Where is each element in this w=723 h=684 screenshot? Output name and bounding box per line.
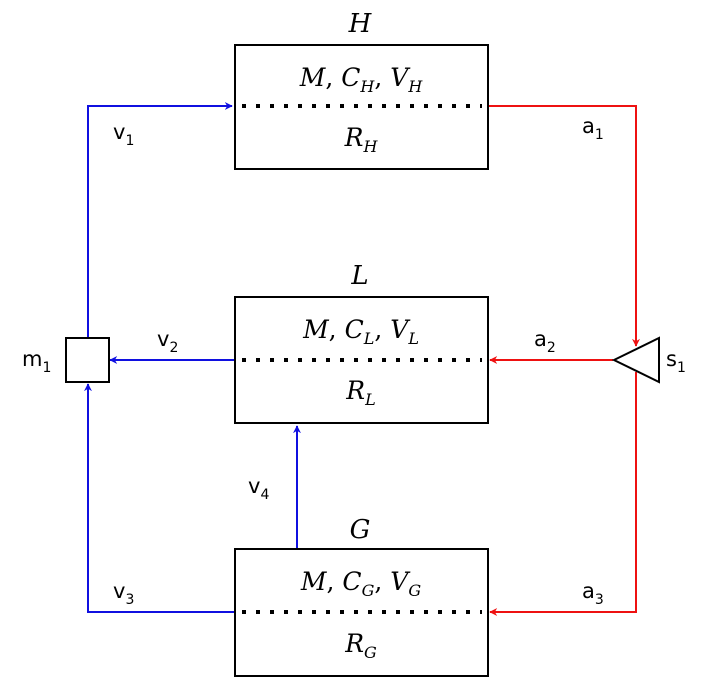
node-g-box — [234, 548, 489, 677]
node-s1-label: s1 — [666, 347, 686, 376]
edge-a1-label: a1 — [582, 114, 604, 143]
node-g-title: G — [350, 515, 371, 545]
node-g-resource: RG — [344, 629, 377, 662]
node-g-attributes: M, CG, VG — [300, 567, 421, 600]
node-l: L M, CL, VL RL — [234, 261, 489, 424]
node-h-resource: RH — [344, 123, 379, 156]
edge-a3-label: a3 — [582, 579, 604, 608]
node-h: H M, CH, VH RH — [234, 9, 489, 170]
node-l-attributes: M, CL, VL — [302, 315, 419, 348]
node-s1-triangle — [611, 336, 660, 384]
edge-a1 — [489, 105, 640, 347]
node-h-title: H — [348, 9, 373, 39]
node-l-box — [234, 296, 489, 424]
node-m1-label: m1 — [22, 347, 51, 376]
node-g: G M, CG, VG RG — [234, 515, 489, 677]
node-h-attributes: M, CH, VH — [299, 63, 424, 96]
node-m1-square — [65, 337, 110, 383]
node-m1: m1 — [22, 337, 110, 383]
edge-v2-label: v2 — [157, 327, 178, 356]
edge-v3 — [84, 383, 235, 613]
node-s1: s1 — [611, 336, 686, 384]
edge-v1-label: v1 — [113, 120, 134, 149]
edge-v3-label: v3 — [113, 579, 134, 608]
node-l-title: L — [350, 261, 368, 291]
node-l-resource: RL — [345, 376, 375, 409]
edge-a3 — [489, 372, 637, 616]
node-h-box — [234, 44, 489, 170]
edge-v1 — [87, 102, 233, 338]
edge-a2-label: a2 — [534, 327, 556, 356]
edge-v4-label: v4 — [248, 474, 269, 503]
